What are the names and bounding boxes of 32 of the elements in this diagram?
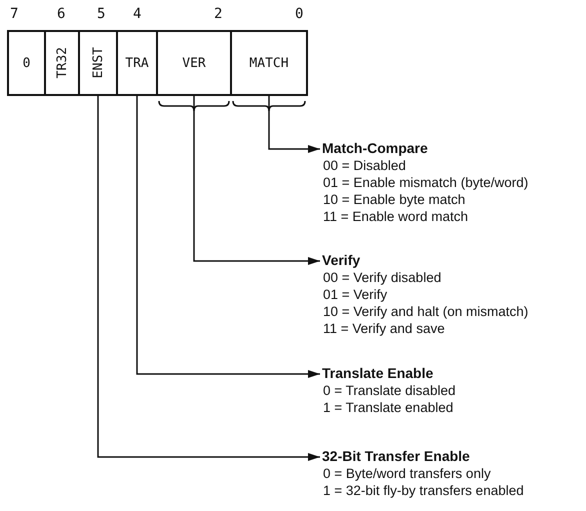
- leader-arrow: [97, 96, 320, 461]
- value-description: 1 = 32-bit fly-by transfers enabled: [323, 482, 524, 499]
- value-description: 11 = Verify and save: [323, 320, 445, 337]
- value-description: 00 = Verify disabled: [323, 269, 442, 286]
- bit-number: 5: [97, 6, 106, 22]
- value-description: 11 = Enable word match: [323, 208, 468, 225]
- register-field: VER: [156, 30, 232, 96]
- register-field: 0: [7, 30, 46, 96]
- bit-number: 6: [57, 6, 66, 22]
- value-description: 01 = Verify: [323, 286, 388, 303]
- bit-number: 7: [10, 6, 18, 22]
- register-field: TR32: [44, 30, 80, 96]
- register-field: TRA: [116, 30, 158, 96]
- leader-arrow: [136, 96, 320, 378]
- bit-number: 4: [133, 6, 142, 22]
- bit-number: 0: [295, 6, 304, 22]
- field-heading: Match-Compare: [322, 140, 428, 157]
- leader-arrow: [193, 96, 320, 265]
- value-description: 1 = Translate enabled: [323, 399, 454, 416]
- bit-number: 2: [214, 6, 222, 22]
- value-description: 01 = Enable mismatch (byte/word): [323, 174, 528, 191]
- register-field: MATCH: [230, 30, 308, 96]
- value-description: 10 = Enable byte match: [323, 191, 466, 208]
- field-heading: Verify: [322, 252, 360, 269]
- field-heading: Translate Enable: [322, 365, 434, 382]
- value-description: 0 = Byte/word transfers only: [323, 465, 491, 482]
- value-description: 0 = Translate disabled: [323, 382, 456, 399]
- register-field: ENST: [78, 30, 118, 96]
- leader-arrow: [268, 96, 320, 153]
- value-description: 00 = Disabled: [323, 157, 406, 174]
- field-heading: 32-Bit Transfer Enable: [322, 448, 470, 465]
- value-description: 10 = Verify and halt (on mismatch): [323, 303, 528, 320]
